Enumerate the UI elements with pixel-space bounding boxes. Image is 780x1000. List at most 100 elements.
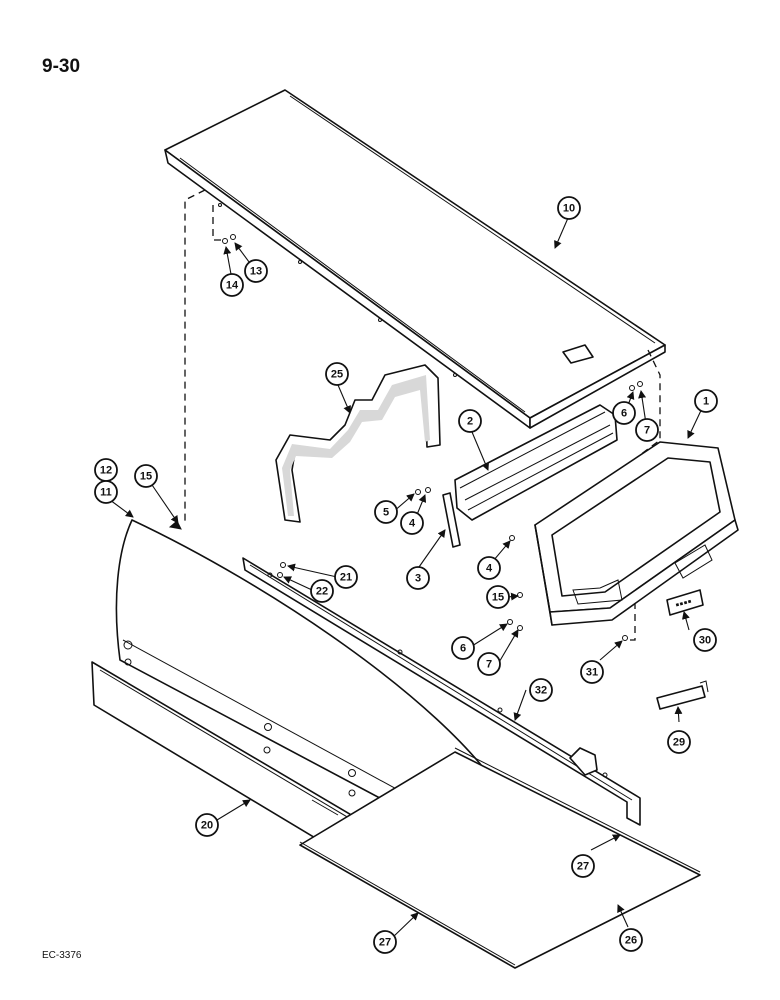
callout-c5: 5: [374, 500, 398, 524]
callout-c27a: 27: [571, 854, 595, 878]
callout-circle: [619, 928, 643, 952]
foam-seal: [275, 364, 441, 523]
callout-circle: [334, 565, 358, 589]
alignment-line-right: [639, 349, 661, 456]
callout-number: 1: [703, 396, 709, 408]
callout-c31: 31: [580, 660, 604, 684]
page-number: 9-30: [42, 56, 81, 77]
callout-c30: 30: [693, 628, 717, 652]
callout-circle: [529, 678, 553, 702]
callout-c1: 1: [694, 389, 718, 413]
callout-circle: [374, 500, 398, 524]
fasteners: [168, 234, 643, 641]
callout-c29: 29: [667, 730, 691, 754]
drawing-code: EC-3376: [42, 950, 82, 961]
callout-c6a: 6: [612, 401, 636, 425]
callout-number: 27: [577, 861, 589, 873]
callout-number: 14: [226, 280, 239, 292]
callout-number: 2: [467, 416, 473, 428]
callout-number: 31: [586, 667, 598, 679]
callout-circle: [486, 585, 510, 609]
alignment-line-left: [184, 189, 206, 525]
callout-number: 11: [100, 487, 112, 499]
callout-number: 13: [250, 266, 262, 278]
callout-number: 3: [415, 573, 421, 585]
callout-c26: 26: [619, 928, 643, 952]
callout-number: 7: [486, 659, 492, 671]
callout-c12: 12: [94, 458, 118, 482]
callout-circle: [694, 389, 718, 413]
alignment-line-upper: [212, 205, 222, 241]
callout-c13: 13: [244, 259, 268, 283]
callout-number: 21: [340, 572, 352, 584]
callout-c3: 3: [406, 566, 430, 590]
callout-circle: [612, 401, 636, 425]
callout-circle: [195, 813, 219, 837]
callout-circle: [310, 579, 334, 603]
callout-circle: [244, 259, 268, 283]
callout-c6b: 6: [451, 636, 475, 660]
callout-c25: 25: [325, 362, 349, 386]
callout-c20: 20: [195, 813, 219, 837]
callout-c27b: 27: [373, 930, 397, 954]
callout-number: 25: [331, 369, 343, 381]
bottom-plate: [299, 747, 701, 969]
callout-number: 26: [625, 935, 637, 947]
angle-bracket: [242, 557, 641, 826]
channel-rail: [454, 404, 618, 521]
callout-c4a: 4: [400, 511, 424, 535]
decal-strip: [656, 680, 709, 710]
grille-frame: [534, 441, 739, 626]
callout-c21: 21: [334, 565, 358, 589]
callout-number: 20: [201, 820, 213, 832]
callout-number: 10: [563, 203, 575, 215]
callout-circle: [667, 730, 691, 754]
callout-number: 7: [644, 425, 650, 437]
callout-c15a: 15: [134, 464, 158, 488]
callout-circle: [451, 636, 475, 660]
callout-number: 6: [460, 643, 466, 655]
callout-number: 30: [699, 635, 711, 647]
callout-circle: [477, 556, 501, 580]
callout-c32: 32: [529, 678, 553, 702]
callout-c10: 10: [557, 196, 581, 220]
callout-number: 15: [492, 592, 504, 604]
callout-circle: [406, 566, 430, 590]
callout-c15b: 15: [486, 585, 510, 609]
decal-plate: ▪▪▪▪: [666, 589, 704, 616]
callout-circle: [134, 464, 158, 488]
callout-number: 4: [486, 563, 493, 575]
callout-number: 12: [100, 465, 112, 477]
hood-top-panel: [164, 89, 666, 429]
callout-circle: [635, 418, 659, 442]
callout-number: 6: [621, 408, 627, 420]
small-bracket: [442, 492, 461, 548]
callout-number: 5: [383, 507, 389, 519]
callout-number: 27: [379, 937, 391, 949]
callout-circle: [373, 930, 397, 954]
callout-c4b: 4: [477, 556, 501, 580]
callout-number: 29: [673, 737, 685, 749]
callout-c22: 22: [310, 579, 334, 603]
callout-circle: [571, 854, 595, 878]
callout-number: 15: [140, 471, 152, 483]
callout-c14: 14: [220, 273, 244, 297]
callout-circle: [477, 652, 501, 676]
callout-number: 22: [316, 586, 328, 598]
callout-circle: [220, 273, 244, 297]
callout-circle: [580, 660, 604, 684]
callout-number: 4: [409, 518, 416, 530]
callout-circle: [94, 480, 118, 504]
callout-circle: [400, 511, 424, 535]
alignment-line-lower: [625, 590, 636, 641]
callout-c11: 11: [94, 480, 118, 504]
callout-c7b: 7: [477, 652, 501, 676]
callout-c7a: 7: [635, 418, 659, 442]
callout-circle: [325, 362, 349, 386]
callout-number: 32: [535, 685, 547, 697]
callout-circle: [693, 628, 717, 652]
callout-circle: [557, 196, 581, 220]
callout-circle: [458, 409, 482, 433]
